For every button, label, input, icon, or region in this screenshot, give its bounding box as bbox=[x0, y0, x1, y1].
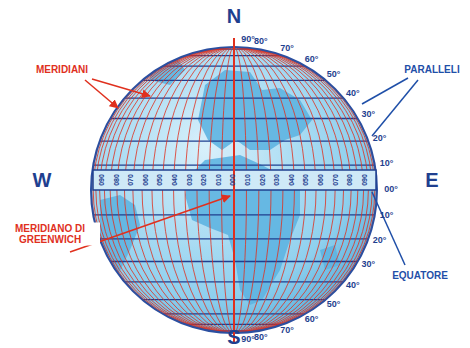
compass-letter: S bbox=[227, 327, 240, 348]
longitude-label: 050 bbox=[157, 174, 164, 186]
latitude-label: 80° bbox=[254, 38, 268, 47]
latitude-label: 60° bbox=[305, 55, 319, 64]
longitude-label: 070 bbox=[128, 174, 135, 186]
longitude-label: 090 bbox=[98, 174, 105, 186]
longitude-label: 010 bbox=[244, 174, 251, 186]
latitude-label: 80° bbox=[254, 333, 268, 342]
latitude-label: 50° bbox=[327, 70, 341, 79]
latitude-label: 60° bbox=[305, 315, 319, 324]
longitude-label: 060 bbox=[142, 174, 149, 186]
latitude-label: 00° bbox=[384, 185, 398, 194]
longitude-label: 080 bbox=[113, 174, 120, 186]
longitude-label: 070 bbox=[332, 174, 339, 186]
longitude-label: 050 bbox=[303, 174, 310, 186]
latitude-label: 90° bbox=[241, 35, 255, 44]
greenwich-axis bbox=[233, 38, 235, 342]
parallel-label: PARALLELI bbox=[402, 64, 461, 77]
latitude-label: 40° bbox=[346, 89, 360, 98]
latitude-label: 10° bbox=[380, 159, 394, 168]
longitude-label: 030 bbox=[186, 174, 193, 186]
longitude-label: 030 bbox=[274, 174, 281, 186]
equator-label: EQUATORE bbox=[390, 270, 450, 283]
longitude-label: 040 bbox=[171, 174, 178, 186]
latitude-label: 70° bbox=[280, 326, 294, 335]
longitude-label: 010 bbox=[215, 174, 222, 186]
latitude-label: 40° bbox=[346, 282, 360, 291]
latitude-label: 90° bbox=[241, 335, 255, 344]
latitude-label: 30° bbox=[361, 260, 375, 269]
longitude-label: 040 bbox=[288, 174, 295, 186]
latitude-label: 20° bbox=[373, 237, 387, 246]
longitude-label: 080 bbox=[347, 174, 354, 186]
compass-letter: E bbox=[425, 170, 438, 191]
longitude-label: 060 bbox=[317, 174, 324, 186]
latitude-label: 20° bbox=[373, 134, 387, 143]
compass-letter: N bbox=[227, 6, 241, 27]
longitude-label: 020 bbox=[259, 174, 266, 186]
longitude-label: 020 bbox=[201, 174, 208, 186]
longitude-label: 000 bbox=[230, 174, 237, 186]
latitude-label: 70° bbox=[280, 44, 294, 53]
compass-letter: W bbox=[33, 170, 52, 191]
leader-lines-blue bbox=[362, 78, 418, 265]
latitude-label: 30° bbox=[361, 110, 375, 119]
latitude-label: 50° bbox=[327, 300, 341, 309]
greenwich-label: MERIDIANO DI GREENWICH bbox=[0, 223, 100, 246]
latitude-label: 10° bbox=[380, 211, 394, 220]
meridian-label: MERIDIANI bbox=[34, 64, 90, 77]
longitude-label: 090 bbox=[361, 174, 368, 186]
